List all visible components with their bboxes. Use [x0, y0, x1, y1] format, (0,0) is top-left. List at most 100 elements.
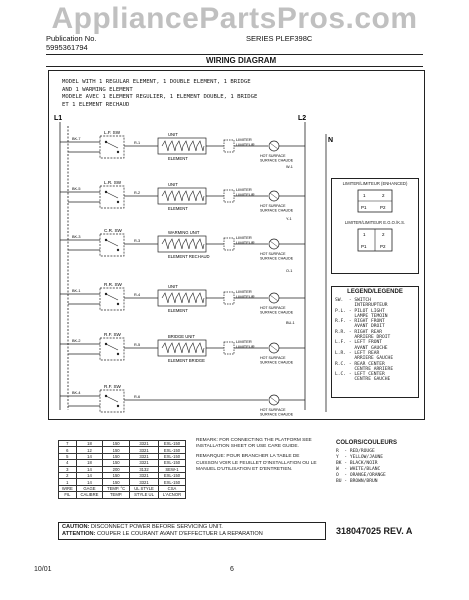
unit-label: WARMING UNIT — [168, 230, 200, 235]
hot-surface-label: HOT SURFACE — [260, 154, 286, 158]
spec-header-cell: FIL — [58, 491, 77, 499]
limiter-box — [223, 291, 235, 305]
hot-surface-label: SURFACE CHAUDE — [260, 361, 294, 365]
limiter-label: LIMITEUR — [236, 344, 255, 349]
limiter-box — [223, 189, 235, 203]
publication-number: 5995361794 — [46, 43, 88, 52]
wire-tag: Y-1 — [286, 217, 292, 221]
spec-cell: EXL-150 — [157, 446, 187, 454]
terminal-label: P2 — [380, 205, 386, 210]
limiter-label: LIMITEUR — [236, 142, 255, 147]
spec-header-cell: TEMP. — [102, 491, 131, 499]
unit-label: UNIT — [168, 284, 178, 289]
page-number: 6 — [230, 566, 234, 573]
model-note-line: ET 1 ELEMENT RECHAUD — [62, 101, 130, 108]
element-box — [157, 339, 207, 357]
switch-box — [99, 287, 125, 311]
color-entry: Y - YELLOW/JAUNE — [336, 455, 384, 460]
switch-box — [99, 337, 125, 361]
terminal-label: P2 — [380, 244, 386, 249]
switch-label: R.F. SW — [104, 332, 122, 337]
switch-blade — [105, 191, 119, 199]
switch-label: R.F. SW — [104, 384, 122, 389]
colors-title: COLORS/COULEURS — [336, 440, 398, 446]
switch-contact — [116, 150, 120, 154]
element-box — [157, 187, 207, 205]
limiter-label: LIMITER — [236, 289, 252, 294]
element-label: ELEMENT — [168, 206, 188, 211]
diagram-title: WIRING DIAGRAM — [206, 56, 277, 65]
lamp-cross — [269, 294, 279, 302]
heating-coil — [161, 292, 205, 304]
wire-tag: R-5 — [134, 343, 140, 347]
switch-box — [99, 233, 125, 257]
element-box — [157, 289, 207, 307]
switch-box — [99, 389, 125, 413]
limiter-top-caption: LIMITER/LIMITEUR (ENHANCED) — [342, 181, 408, 186]
model-number: PLEF398C — [275, 34, 313, 43]
legend-box: LEGEND/LEGENDE SW. - SWITCH INTERRUPTEUR… — [331, 286, 419, 398]
spec-cell: SEW-1 — [157, 465, 187, 473]
legend-entry: R.C. - REAR CENTER CENTRE ARRIERE — [335, 361, 394, 372]
limiter-label: LIMITER — [236, 339, 252, 344]
terminal-label: P1 — [361, 244, 367, 249]
caution-box: CAUTION: DISCONNECT POWER BEFORE SERVICI… — [58, 522, 326, 540]
limiter-box — [223, 341, 235, 355]
limiter-top-symbol: 1 2 P1 P2 — [357, 189, 393, 213]
element-label: ELEMENT — [168, 308, 188, 313]
limiter-label: LIMITEUR — [236, 294, 255, 299]
wire-tag: R-4 — [134, 293, 140, 297]
switch-label: C.R. SW — [104, 228, 123, 233]
wire-tag: BK-5 — [72, 187, 80, 191]
l1-label: L1 — [54, 115, 62, 122]
heating-coil — [161, 190, 205, 202]
caution-text: DISCONNECT POWER BEFORE SERVICING UNIT. — [90, 524, 223, 530]
header-rule — [46, 54, 423, 55]
color-entry: W - WHITE/BLANC — [336, 467, 381, 472]
lamp-cross — [269, 192, 279, 200]
limiter-bottom-symbol: 1 2 P1 P2 — [357, 228, 393, 252]
title-rule — [46, 66, 423, 67]
wire-tag: BK-4 — [72, 391, 80, 395]
hot-surface-label: HOT SURFACE — [260, 408, 286, 412]
hot-surface-label: SURFACE CHAUDE — [260, 413, 294, 417]
document-number: 318047025 REV. A — [336, 526, 413, 536]
lamp-cross — [269, 344, 279, 352]
element-label: ELEMENT RECHAUD — [168, 254, 210, 259]
element-box — [157, 137, 207, 155]
wire-tag: R-6 — [134, 395, 140, 399]
spec-header-cell: CALIBRE — [75, 491, 104, 499]
unit-label: UNIT — [168, 182, 178, 187]
legend-title: LEGEND/LEGENDE — [347, 289, 403, 295]
wire-tag: BU-1 — [286, 321, 295, 325]
spec-cell: EXL-150 — [157, 452, 187, 461]
hot-surface-label: SURFACE CHAUDE — [260, 311, 294, 315]
spec-header-cell: L'ACNOR — [157, 491, 187, 499]
wire-tag: R-2 — [134, 191, 140, 195]
hot-surface-label: HOT SURFACE — [260, 252, 286, 256]
spec-cell: EXL-150 — [157, 439, 187, 448]
legend-entry: P.L. - PILOT LIGHT LAMPE TEMOIN — [335, 308, 388, 319]
attention-label: ATTENTION: — [62, 531, 96, 537]
hot-surface-label: SURFACE CHAUDE — [260, 257, 294, 261]
unit-label: UNIT — [168, 132, 178, 137]
limiter-label: LIMITEUR — [236, 240, 255, 245]
model-note-line: MODEL WITH 1 REGULAR ELEMENT, 1 DOUBLE E… — [62, 79, 251, 85]
wire-tag: O-1 — [286, 269, 292, 273]
lamp-cross — [269, 396, 279, 404]
schematic-row: C.R. SW WARMING UNIT ELEMENT RECHAUD LIMITE… — [60, 228, 305, 261]
limiter-inset: LIMITER/LIMITEUR (ENHANCED) 1 2 P1 P2 LI… — [331, 178, 419, 274]
model-note: MODEL WITH 1 REGULAR ELEMENT, 1 DOUBLE E… — [62, 79, 257, 109]
switch-contact — [116, 352, 120, 356]
switch-blade — [105, 343, 119, 351]
